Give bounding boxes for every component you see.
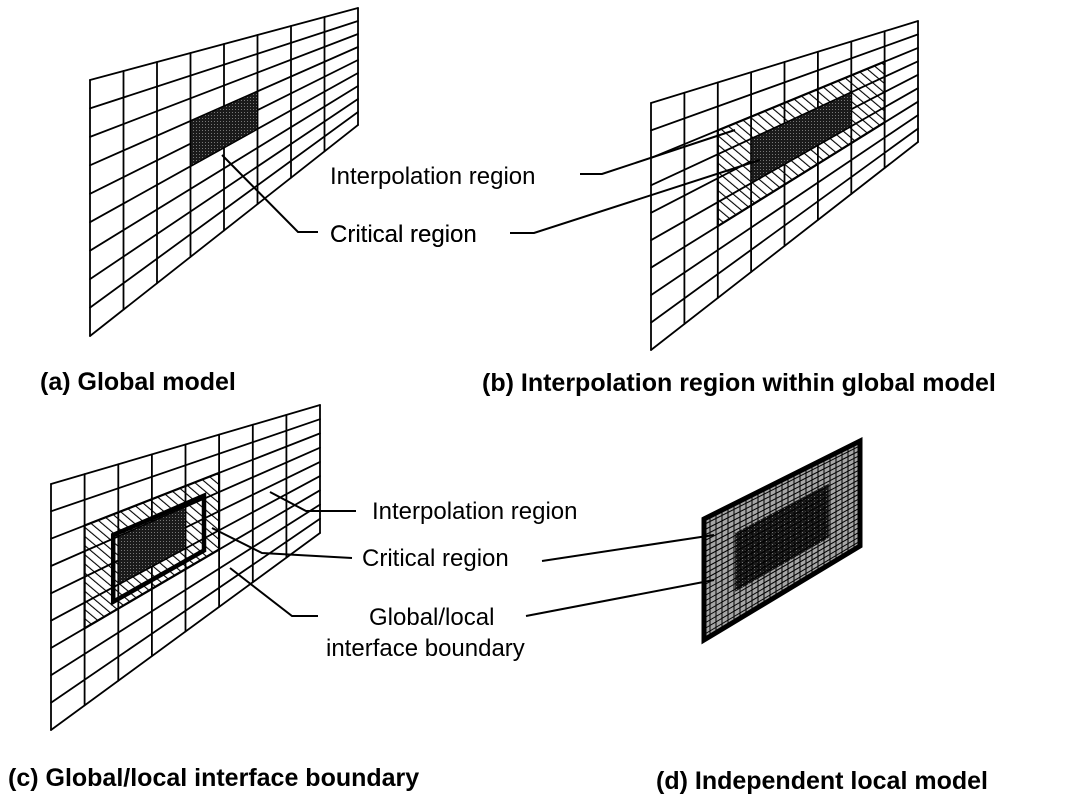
connector-boundary-to-local xyxy=(525,579,715,617)
interpolation-region-label-c: Interpolation region xyxy=(372,498,577,525)
critical-region-leader xyxy=(510,159,761,234)
panel-interpolation-region: Interpolation region Critical region (b)… xyxy=(330,20,996,397)
local-mesh-border xyxy=(701,436,863,645)
caption-c: (c) Global/local interface boundary xyxy=(8,764,419,792)
panel-interface-boundary: Interpolation region Critical region Glo… xyxy=(8,404,715,792)
panel-global-model: Critical region (a) Global model xyxy=(40,7,477,396)
caption-d: (d) Independent local model xyxy=(656,767,988,795)
interpolation-region-leader xyxy=(269,491,356,512)
interpolation-region-leader xyxy=(580,129,736,175)
critical-region-label-c: Critical region xyxy=(362,545,509,572)
connector-critical-to-local xyxy=(541,534,715,562)
interface-boundary-leader xyxy=(229,567,318,617)
critical-region-fill xyxy=(750,91,852,185)
interface-boundary-label-line1: Global/local xyxy=(369,604,494,631)
interpolation-region-label-b: Interpolation region xyxy=(330,163,535,190)
critical-region-leader xyxy=(221,154,318,233)
critical-region-fill xyxy=(189,90,259,168)
interface-boundary-outline xyxy=(110,492,207,606)
critical-region-label-b: Critical region xyxy=(330,221,477,248)
critical-region-label-a: Critical region xyxy=(330,221,477,248)
critical-region-fill xyxy=(117,505,187,586)
caption-b: (b) Interpolation region within global m… xyxy=(482,369,996,397)
interface-boundary-label-line2: interface boundary xyxy=(326,635,525,662)
critical-region-leader xyxy=(211,527,353,559)
global-mesh xyxy=(89,7,359,337)
panel-independent-local-model: (d) Independent local model xyxy=(656,436,988,795)
caption-a: (a) Global model xyxy=(40,368,236,396)
